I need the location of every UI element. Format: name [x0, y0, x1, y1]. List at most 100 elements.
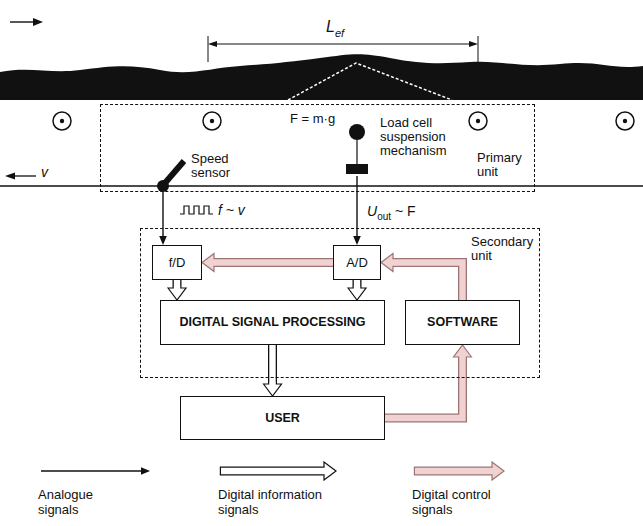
flow-arrow-line [10, 21, 34, 22]
arrow-head [168, 288, 186, 300]
arrow-shaft-outline [393, 263, 463, 302]
arrow-shaft-outline [214, 258, 334, 267]
ctrl-signal-arrow [381, 254, 463, 302]
arrow-joint [174, 287, 180, 290]
process-box: DIGITAL SIGNAL PROCESSING [160, 300, 385, 345]
legend-item: Analogue signals [38, 461, 152, 517]
arrow-shaft-fill [221, 468, 324, 474]
legend-sample [218, 461, 338, 481]
text-label: v [41, 164, 48, 180]
roller [53, 112, 71, 130]
arrow-head [264, 384, 282, 396]
arrow-shaft-fill [393, 263, 463, 301]
analog-signal-arrow [353, 176, 361, 245]
belt-material [0, 54, 643, 100]
edge-label-holder: f ~ v [218, 203, 245, 217]
load-cell: Load cell suspension mechanism [346, 112, 461, 176]
box-label: USER [265, 411, 300, 426]
sensor-wheel [157, 180, 169, 192]
arrow-joint [323, 468, 326, 474]
converter-box: A/D [333, 245, 381, 280]
legend-item: Digital information signals [218, 461, 346, 517]
node-label: Secondary unit [471, 235, 539, 263]
velocity-arrow-line [14, 175, 36, 176]
arrow-head [454, 345, 472, 357]
arrow-head [141, 467, 150, 475]
box-label: f/D [169, 255, 186, 270]
velocity-arrow [5, 173, 36, 180]
speed-sensor: Speed sensor [145, 148, 255, 192]
load-cell-ball [349, 124, 365, 140]
arrow-head [353, 236, 361, 245]
box-label: DIGITAL SIGNAL PROCESSING [179, 315, 365, 330]
signal-label: f ~ v [218, 203, 245, 217]
arrow-shaft-outline [414, 467, 492, 476]
arrow-joint [269, 383, 275, 386]
roller-axle [476, 119, 480, 123]
arrow-shaft [41, 470, 141, 471]
node-label: Primary unit [477, 151, 535, 179]
text-label: ~ F [395, 203, 416, 219]
dimension-arrowhead [469, 41, 478, 47]
arrow-shaft-fill [269, 345, 275, 384]
node-label: Speed sensor [191, 152, 243, 180]
arrow-joint [392, 259, 395, 265]
ctrl-signal-arrow [202, 254, 334, 272]
arrow-head [492, 462, 504, 480]
load-cell-rod [356, 140, 357, 164]
speed-sensor-symbol [157, 161, 184, 192]
analog-signal-arrow [159, 192, 167, 245]
user-box: USER [180, 396, 385, 440]
arrow-shaft-fill [415, 468, 492, 474]
dimension-line [216, 44, 470, 45]
info-signal-arrow [348, 279, 366, 300]
converter-box: f/D [152, 245, 202, 280]
return-belt-line [0, 185, 643, 186]
arrow-shaft [356, 176, 357, 236]
legend-item: Digital control signals [412, 461, 512, 517]
dimension-tick [478, 36, 479, 62]
arrow-shaft-outline [384, 357, 463, 418]
arrow-head [202, 254, 214, 272]
dimension-label: Lef [326, 18, 344, 36]
flow-arrow [10, 18, 43, 26]
text-label: L [326, 18, 335, 36]
arrow-shaft-fill [385, 357, 463, 418]
box-label: A/D [346, 255, 368, 270]
text-label: F = m·g [290, 111, 335, 126]
roller-axle [623, 119, 627, 123]
box-label: SOFTWARE [427, 315, 498, 330]
legend-arrow [41, 467, 150, 475]
arrow-head [381, 254, 393, 272]
legend-arrow [220, 462, 336, 480]
velocity-arrow-head [5, 173, 15, 180]
load-cell-body [346, 164, 368, 174]
arrow-joint [213, 259, 216, 265]
arrow-joint [459, 356, 465, 359]
text-label: U [367, 203, 377, 219]
legend-sample [412, 461, 506, 481]
legend-arrow [414, 462, 504, 480]
legend-label: Analogue signals [38, 487, 102, 517]
arrow-head [348, 288, 366, 300]
secondary-unit-region: Secondary unit f/D A/D DIGITAL SIGNAL PROCE… [140, 228, 540, 378]
force-label: F = m·g [290, 111, 335, 126]
legend-label: Digital information signals [218, 487, 346, 517]
idler-rollers [53, 112, 634, 130]
arrow-head [159, 236, 167, 245]
dimension-arrowhead [208, 41, 217, 47]
arrow-joint [354, 287, 360, 290]
roller-axle [60, 119, 64, 123]
roller [469, 112, 487, 130]
load-cell-symbol [346, 124, 368, 174]
arrow-shaft-fill [214, 259, 333, 265]
velocity-label: v [41, 164, 48, 180]
text-label: ef [335, 27, 344, 40]
load-heap-outline [288, 63, 452, 100]
roller-axle [210, 119, 214, 123]
arrow-shaft-outline [220, 467, 324, 476]
text-label: out [377, 211, 391, 223]
info-signal-arrow [264, 344, 282, 396]
